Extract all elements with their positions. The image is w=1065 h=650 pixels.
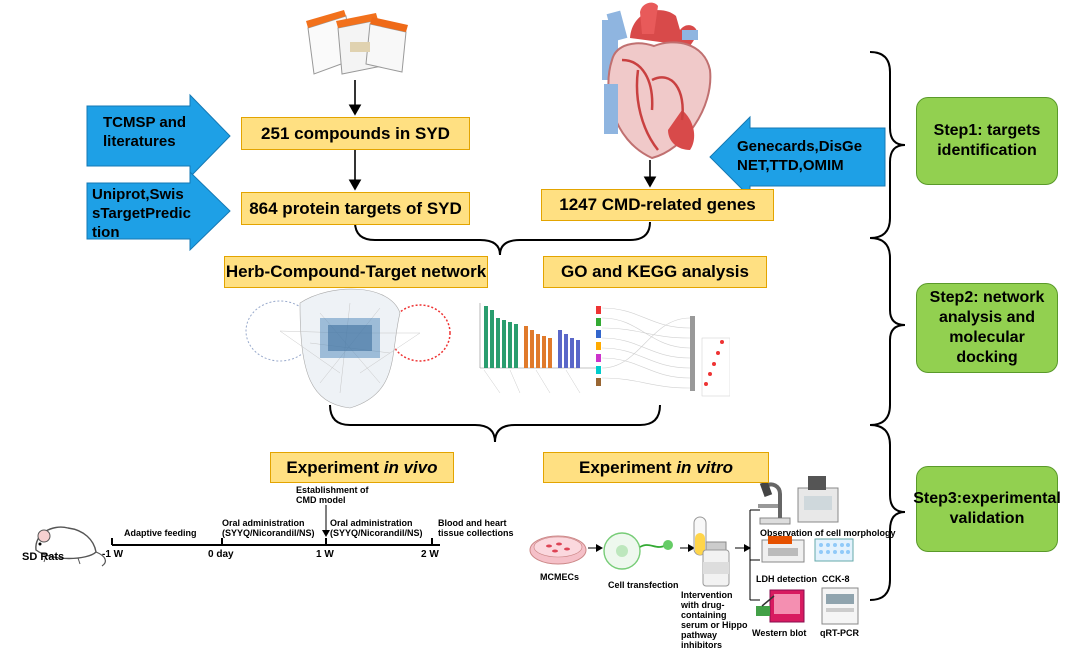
source-label-uniprot-line3: tion — [92, 223, 120, 241]
step2-text: Step2: network analysis and molecular do… — [929, 289, 1045, 366]
blue-arrow-genecards — [709, 115, 886, 199]
ldh-label: LDH detection — [756, 574, 818, 584]
tick-0day: 0 day — [208, 549, 234, 560]
intervention-label: Intervention with drug- containing serum… — [681, 590, 748, 650]
model-line2: CMD model — [296, 495, 346, 505]
network-box: Herb-Compound-Target network — [224, 256, 488, 288]
source-label-genecards-line1: Genecards,DisGe — [737, 138, 863, 155]
in-vivo-box: Experiment in vivo — [270, 452, 454, 483]
enrichment-illustration — [479, 303, 730, 397]
tick-1w: 1 W — [316, 549, 334, 560]
qpcr-machine-illustration — [821, 587, 859, 625]
intervention-line2: with drug- — [681, 600, 725, 610]
test-tube-illustration — [693, 516, 707, 556]
blue-arrow-uniprot — [86, 170, 231, 252]
in-vitro-em: in vitro — [676, 457, 733, 477]
western-blot-illustration — [756, 589, 805, 623]
step1-box: Step1: targets identification — [916, 97, 1058, 185]
intervention-line3: containing — [681, 610, 727, 620]
step3-box: Step3:experimental validation — [913, 466, 1061, 552]
end-line2: tissue collections — [438, 528, 514, 538]
petri-dish-illustration — [529, 535, 587, 565]
compounds-text: 251 compounds in SYD — [261, 123, 450, 143]
in-vivo-em: in vivo — [383, 457, 438, 477]
brace-merge-1 — [354, 221, 651, 256]
cck8-label: CCK-8 — [822, 574, 850, 584]
source-label-uniprot-line2: sTargetPredic — [92, 204, 191, 222]
phase-oral-2-line1: Oral administration — [330, 518, 413, 528]
bottle-illustration — [702, 541, 730, 587]
network-text: Herb-Compound-Target network — [225, 262, 487, 281]
end-line1: Blood and heart — [438, 518, 507, 528]
tick-minus1w: -1 W — [102, 549, 124, 560]
heart-illustration — [602, 2, 712, 160]
transfection-label: Cell transfection — [608, 580, 679, 590]
network-illustration — [245, 288, 451, 409]
source-label-tcmsp-line2: literatures — [103, 132, 176, 150]
genes-box: 1247 CMD-related genes — [541, 189, 774, 221]
analyzer-illustration — [797, 476, 839, 523]
cell-transfection-illustration — [603, 532, 673, 570]
morphology-label: Observation of cell morphology — [760, 528, 896, 538]
source-label-uniprot-line1: Uniprot,Swis — [92, 186, 184, 203]
step3-text: Step3:experimental validation — [913, 490, 1061, 527]
in-vitro-prefix: Experiment — [579, 457, 677, 477]
genes-text: 1247 CMD-related genes — [559, 195, 756, 214]
in-vitro-box: Experiment in vitro — [543, 452, 769, 483]
ldh-device-illustration — [761, 536, 805, 563]
intervention-line1: Intervention — [681, 590, 733, 600]
targets-box: 864 protein targets of SYD — [241, 192, 470, 225]
blue-arrow-tcmsp — [86, 93, 231, 179]
source-label-genecards-line2: NET,TTD,OMIM — [737, 156, 844, 174]
compounds-box: 251 compounds in SYD — [241, 117, 470, 150]
microscope-illustration — [758, 481, 791, 525]
model-line1: Establishment of — [296, 485, 369, 495]
cck8-plate-illustration — [814, 538, 854, 562]
intervention-line4: serum or Hippo — [681, 620, 748, 630]
phase-oral-1-line2: (SYYQ/Nicorandil/NS) — [222, 528, 315, 538]
brace-step1 — [869, 51, 906, 239]
medicine-boxes-illustration — [306, 10, 408, 75]
go-kegg-box: GO and KEGG analysis — [543, 256, 767, 288]
step2-box: Step2: network analysis and molecular do… — [916, 283, 1058, 373]
phase-oral-1-line1: Oral administration — [222, 518, 305, 528]
intervention-line6: inhibitors — [681, 640, 722, 650]
phase-oral-2-line2: (SYYQ/Nicorandil/NS) — [330, 528, 423, 538]
western-label: Western blot — [752, 628, 807, 638]
step1-text: Step1: targets identification — [933, 122, 1041, 159]
brace-merge-2 — [329, 404, 661, 443]
rat-label: SD Rats — [22, 551, 65, 563]
intervention-line5: pathway — [681, 630, 718, 640]
mcmecs-label: MCMECs — [540, 572, 580, 582]
go-kegg-text: GO and KEGG analysis — [560, 262, 749, 281]
tick-2w: 2 W — [421, 549, 439, 560]
qpcr-label: qRT-PCR — [820, 628, 859, 638]
rat-illustration — [35, 526, 106, 567]
brace-step3 — [869, 424, 906, 601]
in-vivo-prefix: Experiment — [286, 457, 384, 477]
brace-step2 — [869, 237, 906, 426]
source-label-tcmsp-line1: TCMSP and — [103, 114, 187, 131]
phase-adaptive-feeding: Adaptive feeding — [124, 528, 197, 538]
targets-text: 864 protein targets of SYD — [249, 198, 462, 218]
